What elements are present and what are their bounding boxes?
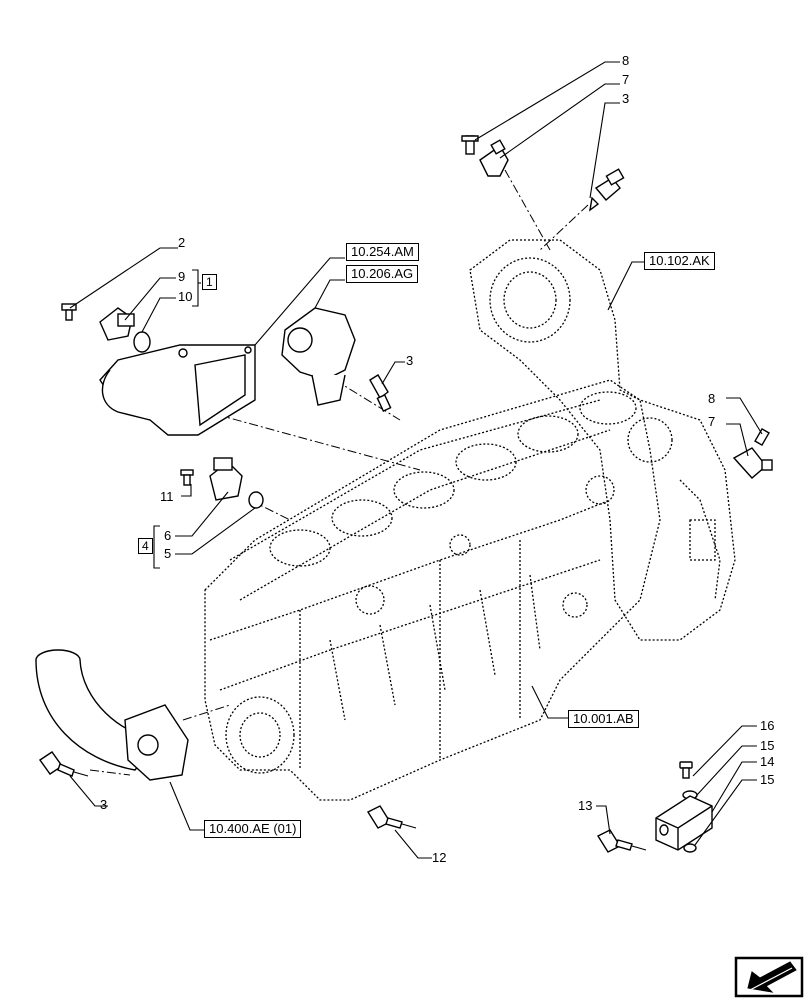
thermostat-housing [281,307,392,412]
camshaft-speed-sensor-top [461,135,625,212]
crankshaft-speed-sensor [732,427,773,479]
kit-1-box: 1 [202,274,217,290]
callout-11: 11 [160,489,174,504]
temperature-sensor-12 [366,805,417,829]
callout-12: 12 [432,850,447,865]
callout-7-right: 7 [708,414,716,429]
callout-15-lower: 15 [760,772,775,787]
arrow-back-icon[interactable] [734,956,804,998]
temperature-sensor-13 [596,829,647,853]
callout-6: 6 [164,528,172,543]
coolant-elbow [99,344,256,436]
callout-15-upper: 15 [760,738,775,753]
ref-10-254-am[interactable]: 10.254.AM [346,243,419,261]
temperature-sensor-bottom-left [39,751,89,777]
pressure-sensor-left [61,303,151,353]
callout-9: 9 [178,269,186,284]
callout-13: 13 [578,798,593,813]
callout-16: 16 [760,718,775,733]
flywheel-housing [469,239,736,641]
adapter-block [655,761,713,853]
callout-3-bottom: 3 [100,797,108,812]
callout-10: 10 [178,289,193,304]
callout-8-top: 8 [622,53,630,68]
assembly-centerlines [89,169,589,776]
callout-2: 2 [178,235,186,250]
leader-lines [69,61,763,859]
ref-10-206-ag[interactable]: 10.206.AG [346,265,419,283]
callout-3-mid: 3 [406,353,414,368]
callout-5: 5 [164,546,172,561]
ref-10-400-ae-01[interactable]: 10.400.AE (01) [204,820,302,838]
lower-coolant-pipe [35,649,189,781]
callout-7-top: 7 [622,72,630,87]
rail-pressure-sensor [180,457,264,509]
callout-14: 14 [760,754,775,769]
callout-3-top: 3 [622,91,630,106]
kit-4-box: 4 [138,538,153,554]
engine-block [204,379,661,801]
callout-8-right: 8 [708,391,716,406]
ref-10-001-ab[interactable]: 10.001.AB [568,710,639,728]
ref-10-102-ak[interactable]: 10.102.AK [644,252,715,270]
